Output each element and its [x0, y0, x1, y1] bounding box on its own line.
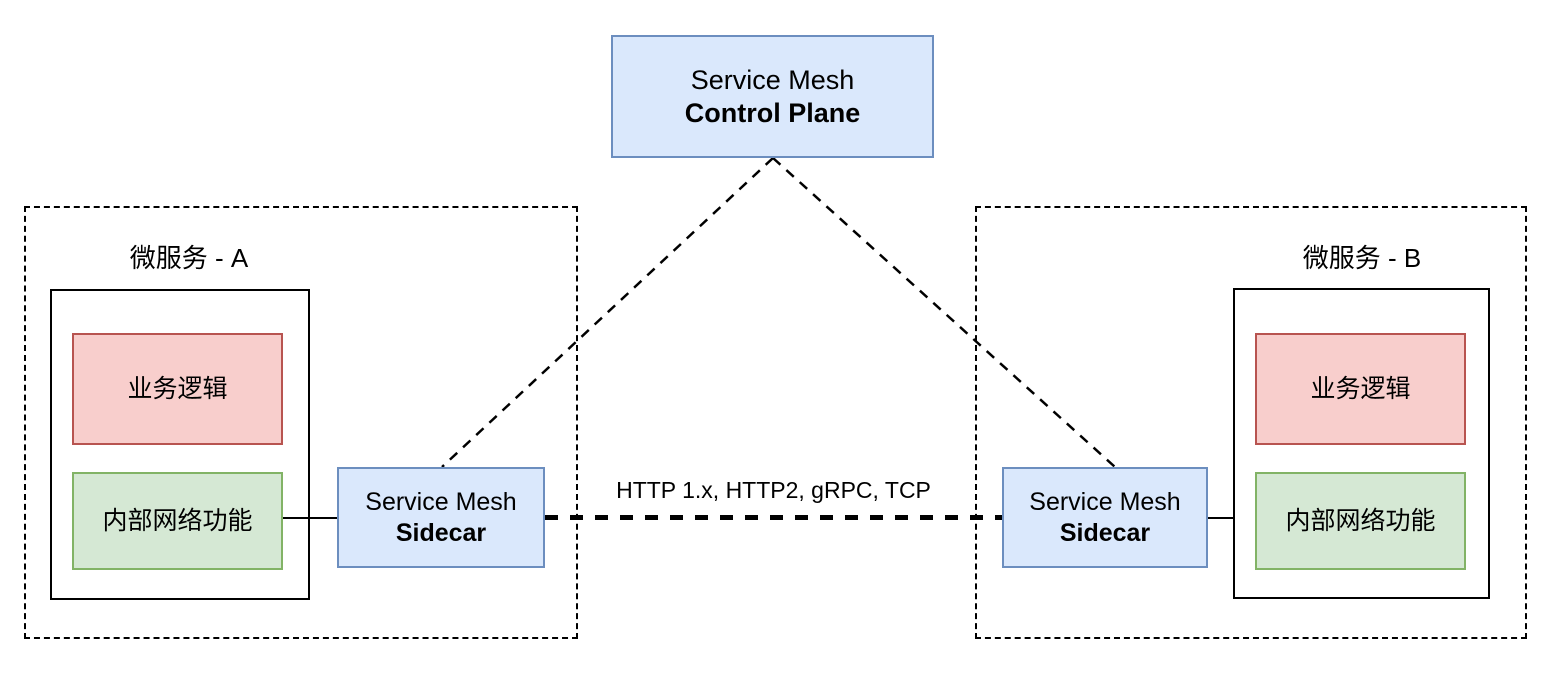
sidecar-a-title-line1: Service Mesh [365, 488, 517, 516]
microservice-b-group [975, 206, 1527, 639]
control-plane-title-line1: Service Mesh [690, 64, 855, 95]
microservice-a-business-logic-label: 业务逻辑 [127, 374, 228, 403]
microservice-a-internal-network[interactable]: 内部网络功能 [72, 472, 283, 570]
control-plane-title-line2: Control Plane [684, 97, 861, 128]
microservice-a-internal-network-label: 内部网络功能 [102, 506, 253, 535]
data-plane-link [545, 515, 1002, 520]
protocol-label: HTTP 1.x, HTTP2, gRPC, TCP [616, 477, 931, 503]
microservice-b-business-logic[interactable]: 业务逻辑 [1255, 333, 1466, 445]
microservice-a-title: 微服务 - A [129, 243, 249, 273]
microservice-b-title: 微服务 - B [1302, 243, 1422, 273]
link-network-a-to-sidecar-a [283, 517, 339, 519]
sidecar-b-title-line1: Service Mesh [1029, 488, 1181, 516]
control-plane-box[interactable]: Service Mesh Control Plane [611, 35, 934, 158]
sidecar-a-title-line2: Sidecar [395, 518, 487, 547]
sidecar-b-box[interactable]: Service Mesh Sidecar [1002, 467, 1208, 568]
microservice-b-internal-network-label: 内部网络功能 [1285, 506, 1436, 535]
link-sidecar-b-to-network-b [1208, 517, 1256, 519]
sidecar-b-title-line2: Sidecar [1059, 518, 1151, 547]
microservice-b-business-logic-label: 业务逻辑 [1310, 374, 1411, 403]
microservice-b-internal-network[interactable]: 内部网络功能 [1255, 472, 1466, 570]
microservice-a-group [24, 206, 578, 639]
microservice-a-business-logic[interactable]: 业务逻辑 [72, 333, 283, 445]
sidecar-a-box[interactable]: Service Mesh Sidecar [337, 467, 545, 568]
